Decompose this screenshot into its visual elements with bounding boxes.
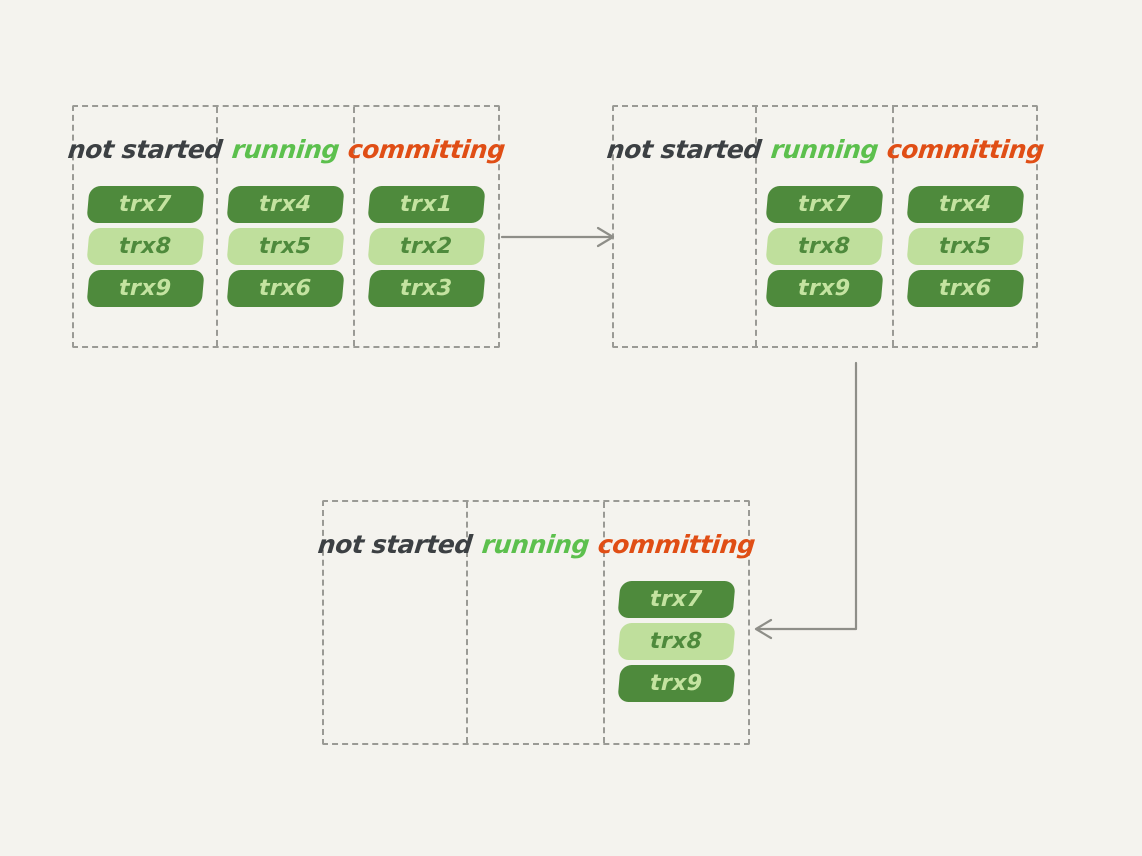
column-running-1: running trx4 trx5 trx6 (218, 107, 355, 346)
column-title-not-started: not started (316, 530, 474, 559)
transaction-label: trx8 (649, 629, 704, 654)
transaction-pill[interactable]: trx8 (617, 623, 736, 660)
transaction-pill[interactable]: trx8 (85, 228, 205, 265)
transaction-pill[interactable]: trx7 (617, 581, 736, 618)
column-title-committing: committing (596, 530, 757, 559)
transaction-pill[interactable]: trx6 (905, 270, 1025, 307)
transaction-label: trx8 (797, 234, 852, 259)
column-title-not-started: not started (66, 135, 224, 164)
arrow-state2-to-state3-icon (754, 361, 858, 640)
transaction-label: trx9 (118, 276, 172, 301)
pill-stack-committing-2: trx4 trx5 trx6 (905, 186, 1025, 307)
column-title-running: running (769, 135, 880, 164)
column-title-committing: committing (346, 135, 507, 164)
transaction-pill[interactable]: trx3 (367, 270, 486, 307)
transaction-pill[interactable]: trx5 (905, 228, 1025, 265)
transaction-label: trx6 (938, 276, 992, 301)
transaction-pill[interactable]: trx2 (367, 228, 486, 265)
pill-stack-committing-1: trx1 trx2 trx3 (367, 186, 486, 307)
column-title-running: running (480, 530, 591, 559)
column-not-started-1: not started trx7 trx8 trx9 (66, 107, 224, 346)
pill-stack-not-started-1: trx7 trx8 trx9 (85, 186, 205, 307)
transaction-label: trx7 (649, 587, 704, 612)
arrow-state1-to-state2-icon (500, 226, 615, 248)
column-committing-2: committing trx4 trx5 trx6 (885, 107, 1045, 346)
column-running-3: running (468, 502, 605, 743)
column-title-not-started: not started (605, 135, 764, 164)
state-group-3: not started running committing trx7 trx8… (316, 500, 756, 745)
transaction-pill[interactable]: trx5 (226, 228, 345, 265)
column-committing-1: committing trx1 trx2 trx3 (347, 107, 506, 346)
transaction-pill[interactable]: trx4 (226, 186, 345, 223)
transaction-pill[interactable]: trx9 (617, 665, 736, 702)
transaction-label: trx4 (258, 192, 313, 217)
transaction-label: trx2 (399, 234, 454, 259)
column-running-2: running trx7 trx8 trx9 (757, 107, 894, 346)
transaction-pill[interactable]: trx9 (85, 270, 205, 307)
transaction-label: trx8 (118, 234, 172, 259)
transaction-label: trx9 (797, 276, 852, 301)
transaction-pill[interactable]: trx6 (226, 270, 345, 307)
transaction-pill[interactable]: trx9 (765, 270, 884, 307)
pill-stack-running-1: trx4 trx5 trx6 (226, 186, 345, 307)
transaction-pill[interactable]: trx4 (905, 186, 1025, 223)
transaction-label: trx4 (938, 192, 992, 217)
pill-stack-committing-3: trx7 trx8 trx9 (617, 581, 736, 702)
state-group-1: not started trx7 trx8 trx9 running trx4 … (66, 105, 506, 348)
transaction-pill[interactable]: trx1 (367, 186, 486, 223)
column-title-committing: committing (885, 135, 1045, 164)
transaction-label: trx9 (649, 671, 704, 696)
transaction-label: trx7 (797, 192, 852, 217)
transaction-label: trx7 (118, 192, 172, 217)
transaction-pill[interactable]: trx7 (85, 186, 205, 223)
transaction-label: trx3 (399, 276, 454, 301)
transaction-label: trx5 (938, 234, 992, 259)
column-title-running: running (230, 135, 341, 164)
transaction-label: trx5 (258, 234, 313, 259)
column-committing-3: committing trx7 trx8 trx9 (597, 502, 756, 743)
transaction-label: trx1 (399, 192, 454, 217)
column-not-started-3: not started (316, 502, 474, 743)
column-not-started-2: not started (606, 107, 763, 346)
state-group-2: not started running trx7 trx8 trx9 commi… (606, 105, 1045, 348)
transaction-label: trx6 (258, 276, 313, 301)
transaction-pill[interactable]: trx8 (765, 228, 884, 265)
transaction-pill[interactable]: trx7 (765, 186, 884, 223)
pill-stack-running-2: trx7 trx8 trx9 (765, 186, 884, 307)
